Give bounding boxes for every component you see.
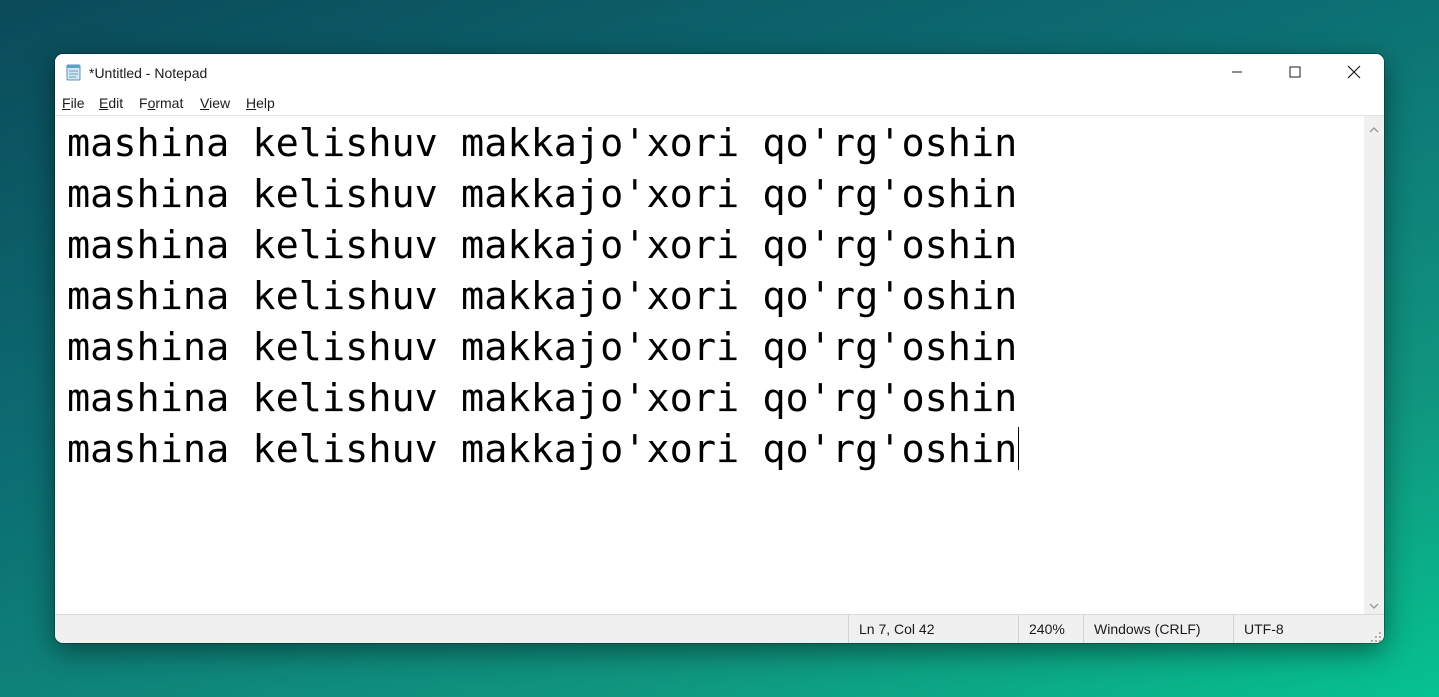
text-line: mashina kelishuv makkajo'xori qo'rg'oshi…	[67, 325, 1018, 370]
menu-view[interactable]: View	[200, 95, 231, 111]
text-line: mashina kelishuv makkajo'xori qo'rg'oshi…	[67, 274, 1018, 319]
editor-content[interactable]: mashina kelishuv makkajo'xori qo'rg'oshi…	[67, 118, 1020, 475]
resize-grip-icon[interactable]	[1370, 630, 1382, 642]
status-bar: Ln 7, Col 42 240% Windows (CRLF) UTF-8	[55, 614, 1384, 643]
minimize-button[interactable]	[1208, 54, 1266, 90]
minimize-icon	[1232, 71, 1242, 73]
line-ending: Windows (CRLF)	[1083, 615, 1233, 643]
title-bar[interactable]: *Untitled - Notepad	[55, 54, 1384, 92]
text-editor[interactable]: mashina kelishuv makkajo'xori qo'rg'oshi…	[55, 115, 1364, 615]
chevron-down-icon	[1369, 603, 1379, 609]
menu-format[interactable]: Format	[139, 95, 184, 111]
vertical-scrollbar[interactable]	[1364, 115, 1384, 615]
text-line: mashina kelishuv makkajo'xori qo'rg'oshi…	[67, 172, 1018, 217]
cursor-position: Ln 7, Col 42	[848, 615, 1018, 643]
notepad-icon	[65, 63, 83, 81]
scroll-down-button[interactable]	[1369, 598, 1379, 609]
text-line: mashina kelishuv makkajo'xori qo'rg'oshi…	[67, 427, 1018, 472]
text-line: mashina kelishuv makkajo'xori qo'rg'oshi…	[67, 376, 1018, 421]
text-line: mashina kelishuv makkajo'xori qo'rg'oshi…	[67, 223, 1018, 268]
close-icon	[1347, 65, 1361, 79]
menu-help[interactable]: Help	[246, 95, 275, 111]
text-line-with-caret: mashina kelishuv makkajo'xori qo'rg'oshi…	[67, 424, 1020, 475]
menu-file[interactable]: File	[62, 95, 85, 111]
text-caret	[1018, 427, 1020, 470]
maximize-icon	[1289, 66, 1301, 78]
encoding: UTF-8	[1233, 615, 1364, 643]
window-title: *Untitled - Notepad	[89, 65, 208, 81]
close-button[interactable]	[1325, 54, 1383, 90]
menu-bar: File Edit Format View Help	[55, 92, 1384, 115]
maximize-button[interactable]	[1266, 54, 1324, 90]
scroll-up-button[interactable]	[1369, 122, 1379, 133]
zoom-level: 240%	[1018, 615, 1083, 643]
text-line: mashina kelishuv makkajo'xori qo'rg'oshi…	[67, 121, 1018, 166]
chevron-up-icon	[1369, 127, 1379, 133]
notepad-window: *Untitled - Notepad File Edit Format Vie…	[55, 54, 1384, 643]
menu-edit[interactable]: Edit	[99, 95, 124, 111]
